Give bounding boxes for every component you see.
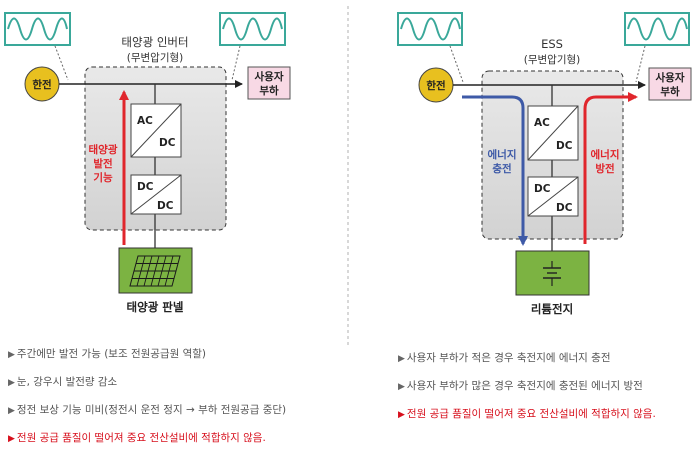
left-source-label: 태양광 판넬	[127, 300, 184, 314]
right-grid-waveform-icon	[397, 12, 463, 46]
bullet-arrow-icon: ▶	[398, 382, 405, 392]
left-grid-waveform-icon	[4, 12, 71, 46]
right-ac-label: AC	[534, 117, 550, 129]
right-dc-dc-converter	[527, 176, 579, 217]
right-warning: ▶전원 공급 품질이 떨어져 중요 전산설비에 적합하지 않음.	[398, 407, 656, 435]
left-load-label-1: 사용자	[255, 70, 284, 83]
left-bullet-3: ▶정전 보상 기능 미비(정전시 운전 정지 → 부하 전원공급 중단)	[8, 403, 286, 431]
left-bullet-list: ▶주간에만 발전 가능 (보조 전원공급원 역할) ▶눈, 강우시 발전량 감소…	[8, 347, 286, 459]
left-load-waveform-icon	[219, 12, 286, 46]
left-bullet-1-text: 주간에만 발전 가능 (보조 전원공급원 역할)	[16, 348, 207, 360]
right-charge-label-1: 에너지	[488, 148, 517, 161]
left-flow-label-1: 태양광	[89, 143, 118, 156]
right-title: ESS	[541, 37, 563, 51]
left-ac-label: AC	[137, 115, 153, 127]
left-warning: ▶전원 공급 품질이 떨어져 중요 전산설비에 적합하지 않음.	[8, 431, 286, 459]
left-warning-text: 전원 공급 품질이 떨어져 중요 전산설비에 적합하지 않음.	[16, 432, 266, 444]
right-load-label-1: 사용자	[656, 71, 685, 84]
right-load-box	[648, 67, 692, 101]
left-bullet-2-text: 눈, 강우시 발전량 감소	[16, 376, 118, 388]
left-bullet-2: ▶눈, 강우시 발전량 감소	[8, 375, 286, 403]
right-charge-arrow	[462, 95, 528, 246]
left-dc-dc-converter	[130, 174, 182, 215]
left-ac-dc-converter	[130, 103, 182, 158]
left-wave-leader-1	[54, 45, 69, 81]
left-load-label-2: 부하	[259, 84, 279, 97]
bullet-arrow-icon: ▶	[398, 354, 405, 364]
left-bullet-1: ▶주간에만 발전 가능 (보조 전원공급원 역할)	[8, 347, 286, 375]
left-grid-label: 한전	[32, 78, 51, 91]
right-discharge-arrow	[583, 92, 638, 244]
right-ac-dc-converter	[527, 105, 579, 161]
right-load-waveform-icon	[624, 12, 690, 46]
solar-panel-icon	[118, 247, 193, 294]
left-load-box	[247, 66, 291, 100]
right-bullet-list: ▶사용자 부하가 적은 경우 축전지에 에너지 충전 ▶사용자 부하가 많은 경…	[398, 351, 656, 435]
diagram-canvas: 태양광 인버터 (무변압기형) 한전 사용자 부하 AC DC DC DC 태	[4, 6, 692, 345]
left-dc2-bottom-label: DC	[157, 200, 174, 212]
right-subtitle: (무변압기형)	[524, 53, 581, 66]
right-grid-label: 한전	[426, 79, 445, 92]
right-wave-leader-1	[449, 45, 464, 83]
left-flow-label-2: 발전	[93, 157, 112, 170]
bullet-arrow-icon: ▶	[8, 378, 15, 388]
bullet-arrow-icon: ▶	[398, 410, 405, 420]
right-bullet-2: ▶사용자 부하가 많은 경우 축전지에 충전된 에너지 방전	[398, 379, 656, 407]
right-diagram: ESS (무변압기형) 한전 사용자 부하 AC DC DC DC 에너지 충전…	[397, 12, 692, 316]
right-dc-label: DC	[556, 140, 573, 152]
right-source-label: 리튬전지	[531, 302, 573, 316]
bullet-arrow-icon: ▶	[8, 406, 15, 416]
left-diagram: 태양광 인버터 (무변압기형) 한전 사용자 부하 AC DC DC DC 태	[4, 12, 291, 314]
right-wave-leader-2	[635, 45, 646, 83]
right-load-label-2: 부하	[660, 85, 680, 98]
left-title: 태양광 인버터	[121, 35, 188, 49]
left-flow-label-3: 기능	[93, 171, 113, 184]
left-dc-label: DC	[159, 137, 176, 149]
right-bullet-2-text: 사용자 부하가 많은 경우 축전지에 충전된 에너지 방전	[406, 380, 643, 392]
right-warning-text: 전원 공급 품질이 떨어져 중요 전산설비에 적합하지 않음.	[406, 408, 656, 420]
right-charge-label-2: 충전	[492, 162, 511, 175]
right-dc2-top-label: DC	[534, 183, 551, 195]
bullet-arrow-icon: ▶	[8, 434, 15, 444]
left-wave-leader-2	[231, 45, 241, 81]
bullet-arrow-icon: ▶	[8, 350, 15, 360]
right-discharge-label-1: 에너지	[591, 148, 620, 161]
battery-icon	[515, 250, 590, 296]
right-bullet-1-text: 사용자 부하가 적은 경우 축전지에 에너지 충전	[406, 352, 611, 364]
right-dc2-bottom-label: DC	[556, 202, 573, 214]
right-discharge-label-2: 방전	[595, 162, 614, 175]
left-dc2-top-label: DC	[137, 181, 154, 193]
left-bullet-3-text: 정전 보상 기능 미비(정전시 운전 정지 → 부하 전원공급 중단)	[16, 404, 287, 416]
right-bullet-1: ▶사용자 부하가 적은 경우 축전지에 에너지 충전	[398, 351, 656, 379]
left-subtitle: (무변압기형)	[127, 51, 184, 64]
